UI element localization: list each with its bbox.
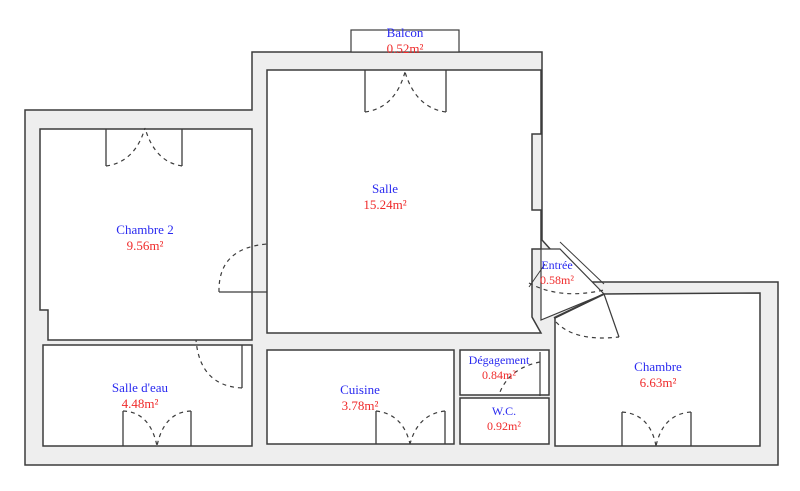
entree-wall-diagonal bbox=[559, 241, 605, 285]
label-entree: Entrée 0.58m² bbox=[540, 258, 574, 288]
room-area: 0.58m² bbox=[540, 273, 574, 287]
room-area: 4.48m² bbox=[121, 396, 159, 411]
room-area: 0.92m² bbox=[487, 419, 521, 433]
window-chambre bbox=[621, 411, 692, 447]
room-chambre-2[interactable] bbox=[39, 128, 253, 341]
room-area: 0.84m² bbox=[482, 368, 516, 382]
label-degagement: Dégagement 0.84m² bbox=[469, 353, 530, 383]
room-salle-d-eau[interactable] bbox=[42, 344, 253, 447]
room-area: 6.63m² bbox=[639, 375, 677, 390]
room-balcon[interactable] bbox=[350, 29, 460, 53]
label-chambre-2: Chambre 2 9.56m² bbox=[116, 222, 173, 254]
room-name: Salle bbox=[371, 181, 398, 196]
door-chambre-2-top bbox=[105, 127, 183, 167]
door-salle-d-eau bbox=[195, 339, 243, 389]
room-name: Cuisine bbox=[340, 382, 380, 397]
label-salle-d-eau: Salle d'eau 4.48m² bbox=[112, 380, 168, 412]
room-name: Salle d'eau bbox=[111, 380, 169, 395]
label-chambre: Chambre 6.63m² bbox=[634, 359, 682, 391]
room-degagement[interactable] bbox=[459, 349, 550, 396]
room-name: Chambre 2 bbox=[116, 222, 174, 237]
room-area: 0.52m² bbox=[386, 41, 424, 56]
door-entree bbox=[528, 263, 620, 339]
label-balcon: Balcon 0.52m² bbox=[387, 25, 424, 57]
room-cuisine[interactable] bbox=[266, 349, 455, 445]
room-name: Balcon bbox=[386, 25, 424, 40]
room-salle[interactable] bbox=[266, 69, 543, 334]
window-salle-d-eau bbox=[122, 410, 192, 447]
label-cuisine: Cuisine 3.78m² bbox=[340, 382, 380, 414]
door-chambre-2-salle bbox=[218, 243, 268, 293]
door-salle-balcon bbox=[364, 70, 447, 113]
room-name: Chambre bbox=[634, 359, 682, 374]
room-wc[interactable] bbox=[459, 397, 550, 445]
room-name: Dégagement bbox=[468, 353, 530, 367]
room-area: 3.78m² bbox=[341, 398, 379, 413]
room-area: 15.24m² bbox=[363, 197, 407, 212]
window-cuisine bbox=[375, 410, 446, 445]
room-name: Entrée bbox=[541, 258, 573, 272]
label-wc: W.C. 0.92m² bbox=[487, 404, 521, 434]
room-area: 9.56m² bbox=[126, 238, 164, 253]
door-degagement bbox=[499, 352, 541, 396]
room-name: W.C. bbox=[491, 404, 517, 418]
label-salle: Salle 15.24m² bbox=[363, 181, 406, 213]
